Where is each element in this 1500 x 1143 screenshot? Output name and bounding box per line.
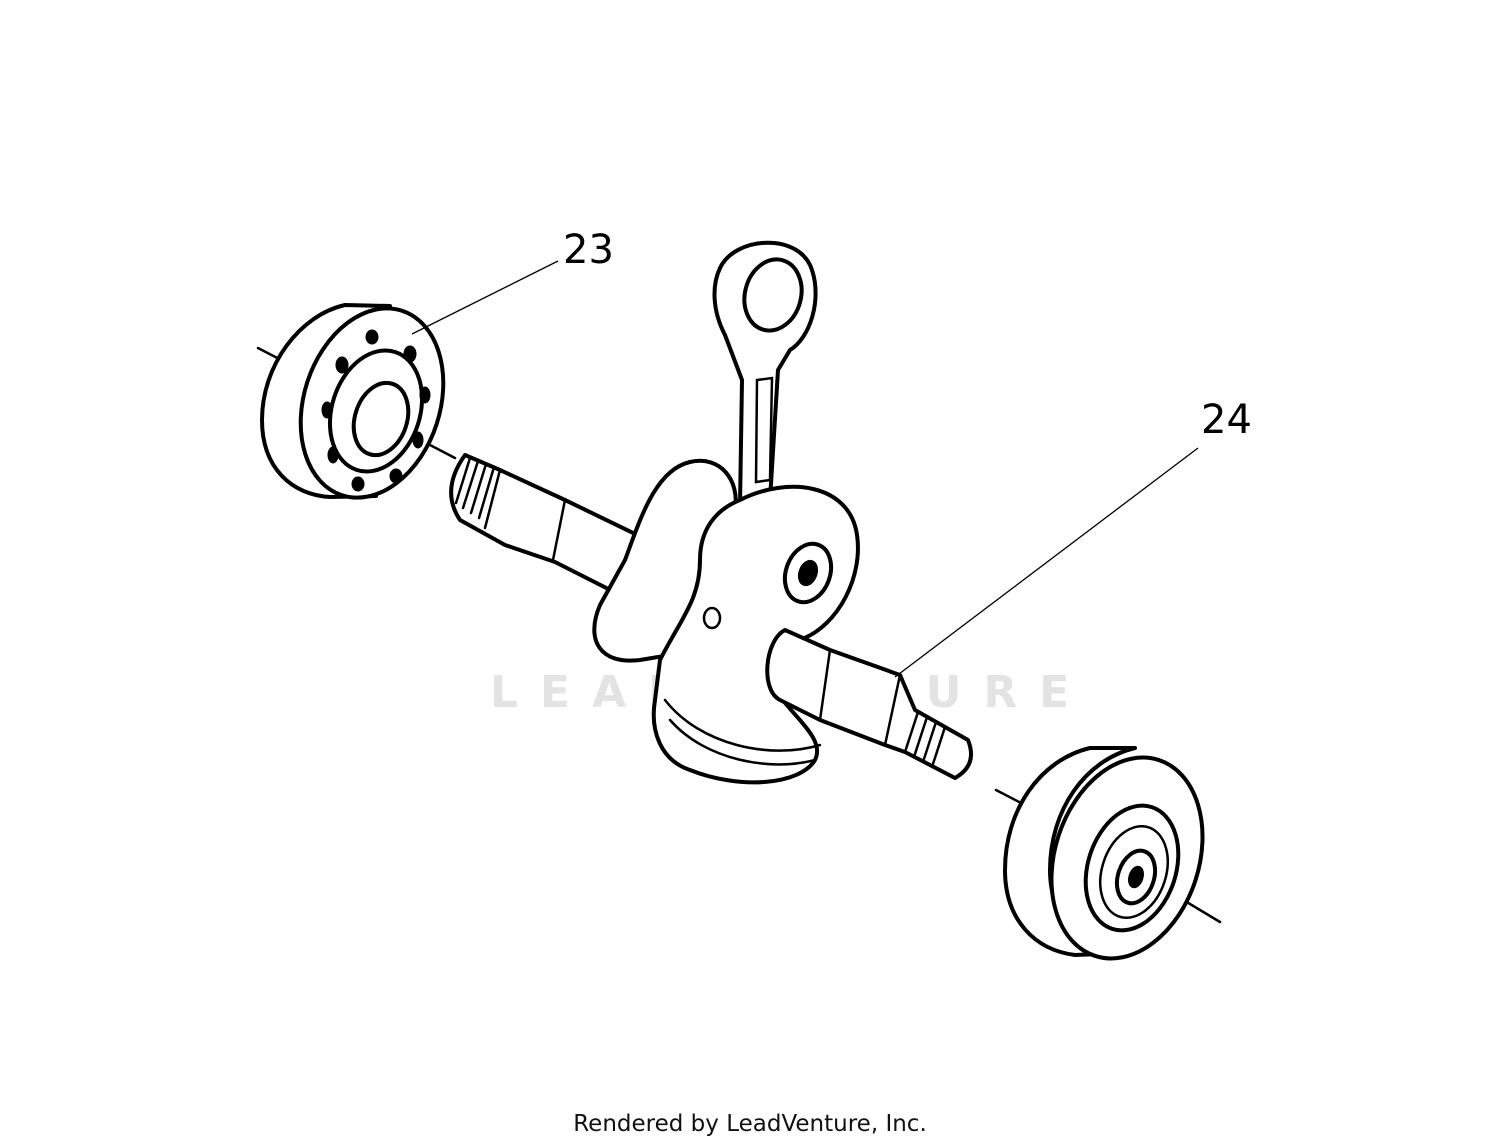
bearing-23-balls [321,329,431,492]
bearing-23[interactable] [260,290,467,517]
callout-24: 24 [1201,397,1252,443]
leader-line-24 [894,447,1199,678]
footer-credit: Rendered by LeadVenture, Inc. [573,1111,927,1137]
bearing-24[interactable] [1003,738,1227,978]
callout-23: 23 [563,227,614,273]
right-thread [903,710,947,769]
leader-line-23 [411,260,559,335]
left-thread [454,456,496,520]
crankshaft-right-shaft [765,628,973,780]
crank-webs [592,458,860,785]
connecting-rod [712,240,818,507]
